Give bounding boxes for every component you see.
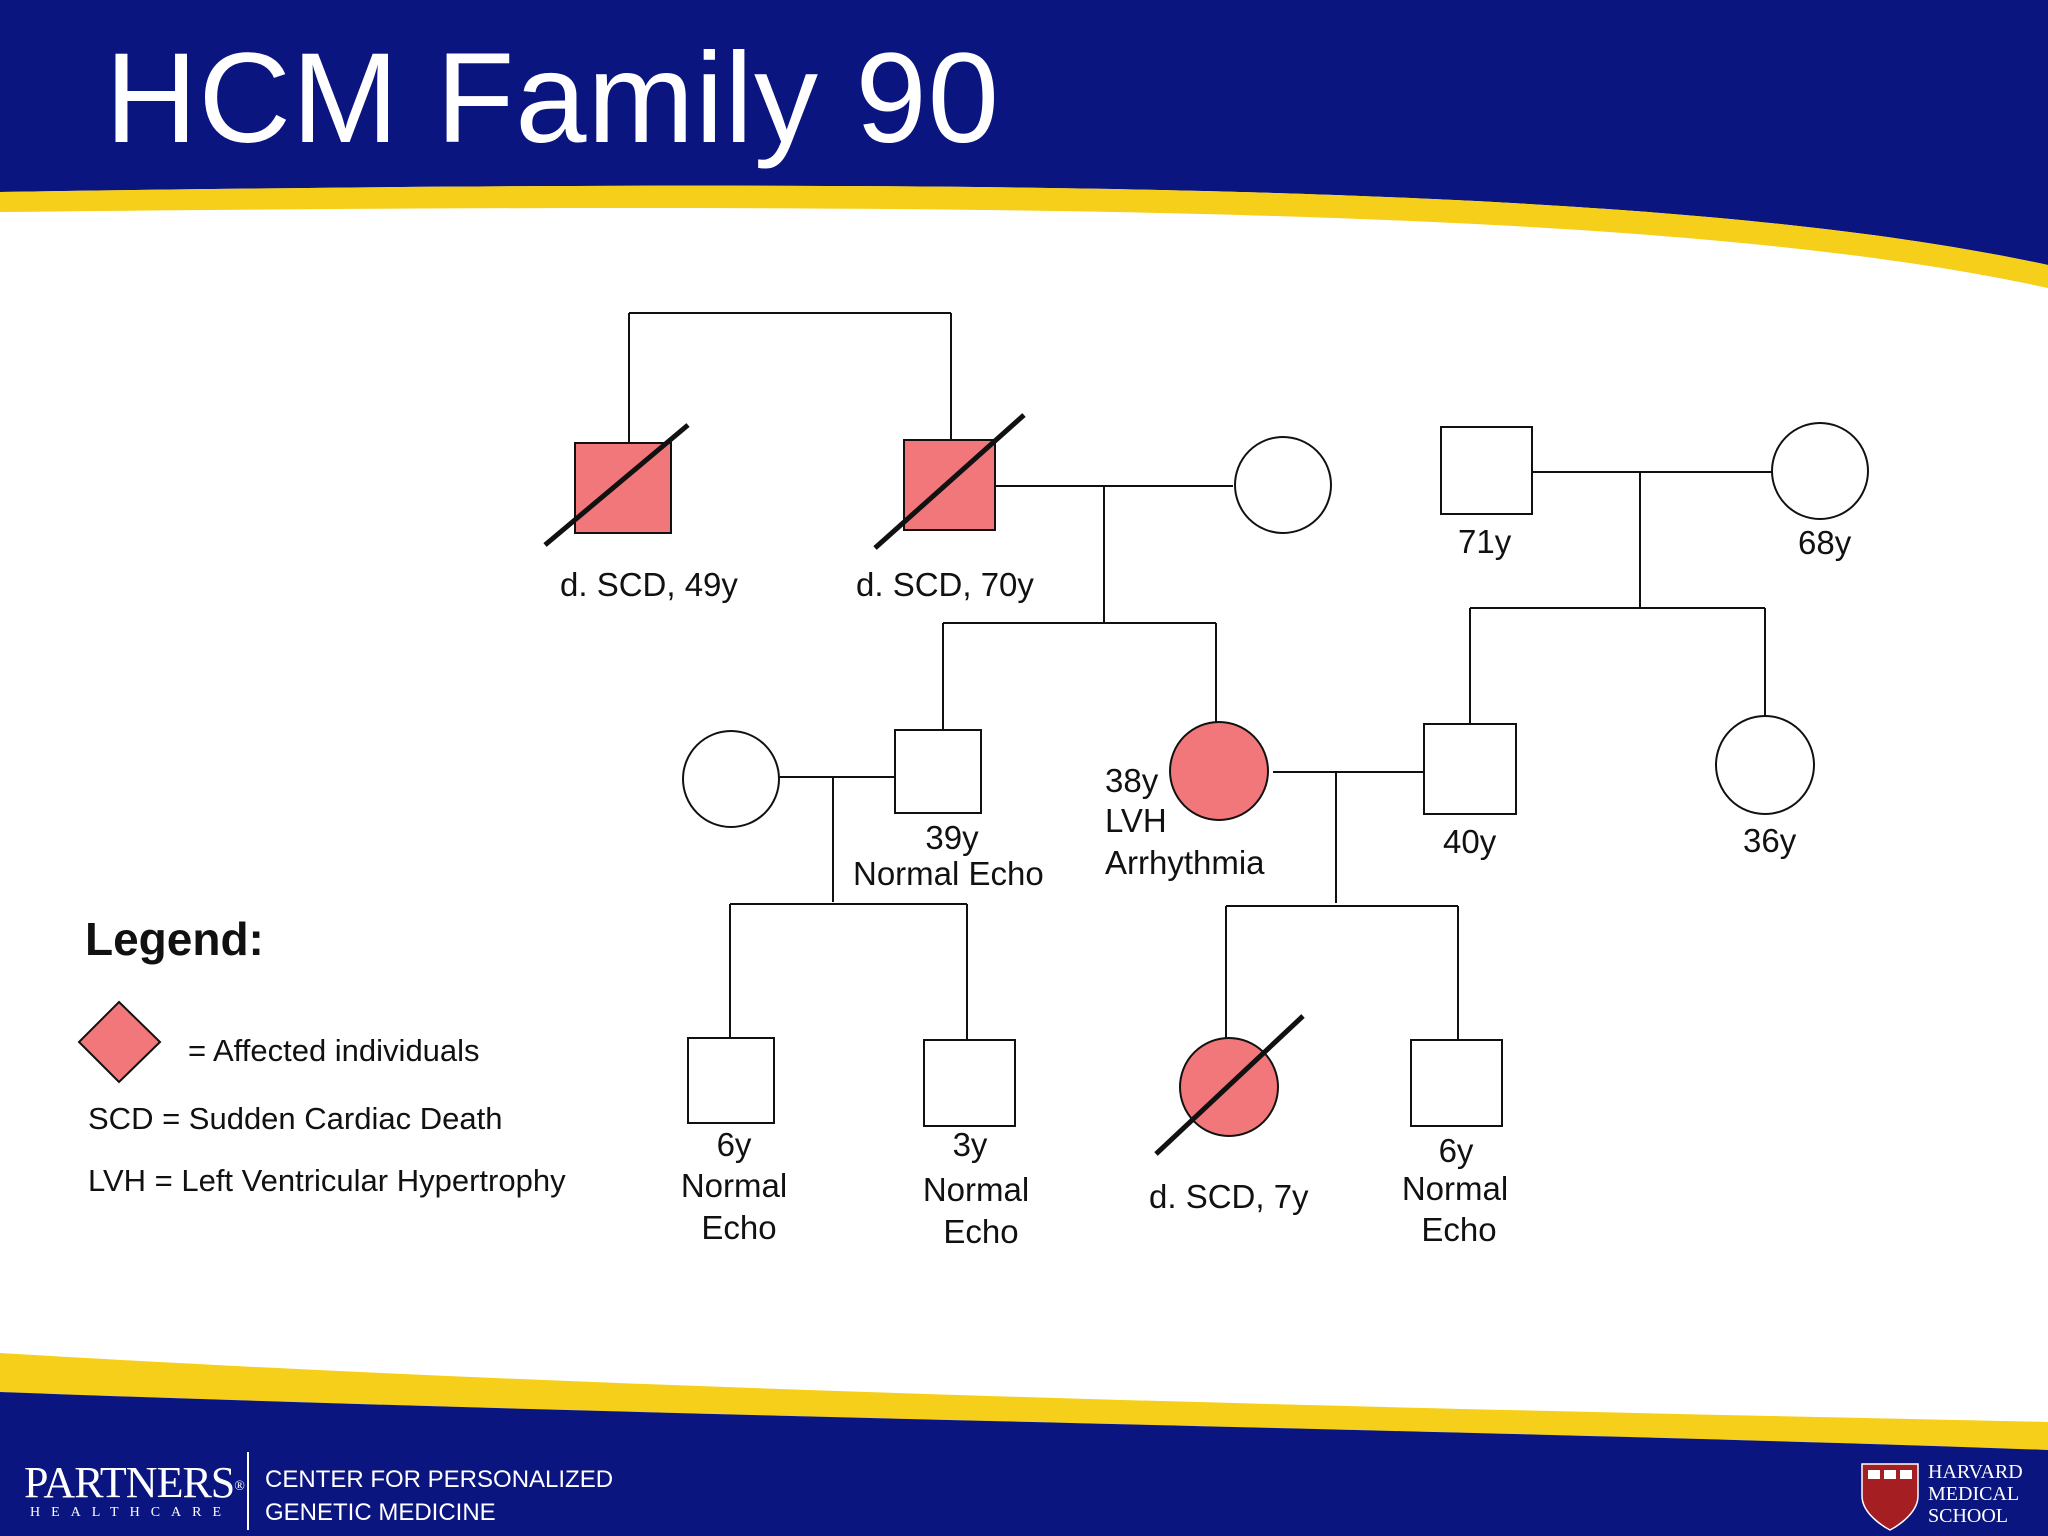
hms-line: MEDICAL	[1928, 1483, 2020, 1505]
legend-lvh-text: LVH = Left Ventricular Hypertrophy	[88, 1163, 566, 1198]
center-name-line: GENETIC MEDICINE	[265, 1499, 496, 1526]
individual-label: LVH	[1105, 802, 1167, 839]
individual-label: 71y	[1458, 523, 1512, 560]
unaffected-female-symbol	[1715, 715, 1815, 815]
individual-label: Normal	[1401, 1170, 1509, 1207]
deceased-slash	[873, 413, 1026, 550]
individual-label: 6y	[1438, 1132, 1474, 1169]
unaffected-male-symbol	[687, 1037, 775, 1124]
pedigree-lines	[628, 312, 1772, 1040]
harvard-medical-school-wordmark: HARVARD MEDICAL SCHOOL	[1928, 1461, 2023, 1527]
slide-title: HCM Family 90	[105, 27, 1000, 170]
individual-label: Echo	[701, 1209, 777, 1246]
individual-label: d. SCD, 7y	[1149, 1178, 1309, 1215]
unaffected-female-symbol	[1771, 422, 1869, 520]
individual-label: 38y	[1105, 762, 1159, 799]
individual-label: 6y	[716, 1126, 752, 1163]
center-name: CENTER FOR PERSONALIZED GENETIC MEDICINE	[265, 1463, 613, 1529]
healthcare-wordmark: HEALTHCARE	[30, 1505, 233, 1520]
affected-female-symbol	[1169, 721, 1269, 821]
partners-logo: PARTNERS®	[24, 1458, 245, 1507]
individual-label: 3y	[952, 1126, 988, 1163]
individual-label: 68y	[1798, 524, 1852, 561]
unaffected-male-symbol	[1440, 426, 1533, 515]
hms-line: HARVARD	[1928, 1461, 2023, 1483]
affected-deceased-male-symbol	[574, 442, 672, 534]
unaffected-female-symbol	[682, 730, 780, 828]
unaffected-male-symbol	[1410, 1039, 1503, 1127]
individual-label: d. SCD, 70y	[856, 566, 1034, 603]
hms-line: SCHOOL	[1928, 1505, 2009, 1527]
individual-label: 36y	[1743, 822, 1797, 859]
unaffected-female-symbol	[1234, 436, 1332, 534]
individual-label: 40y	[1443, 823, 1497, 860]
footer-band	[0, 1353, 2048, 1536]
individual-label: Normal Echo	[853, 855, 1044, 892]
individual-label: d. SCD, 49y	[560, 566, 738, 603]
deceased-slash	[1154, 1014, 1305, 1156]
deceased-slash	[543, 423, 690, 547]
individual-label: Arrhythmia	[1105, 844, 1265, 881]
individual-label: Echo	[1421, 1211, 1497, 1248]
individual-label: Normal	[922, 1171, 1030, 1208]
individual-label: Echo	[943, 1213, 1019, 1250]
affected-legend-diamond-icon	[77, 1000, 162, 1084]
legend-scd-text: SCD = Sudden Cardiac Death	[88, 1101, 503, 1136]
unaffected-male-symbol	[923, 1039, 1016, 1127]
header-band	[0, 0, 2048, 288]
unaffected-male-symbol	[894, 729, 982, 814]
individual-label: 39y	[925, 819, 979, 856]
harvard-shield-icon	[1861, 1463, 1919, 1531]
individual-label: Normal	[680, 1167, 788, 1204]
legend-affected-text: = Affected individuals	[188, 1033, 480, 1068]
legend-title: Legend:	[85, 913, 264, 965]
center-name-line: CENTER FOR PERSONALIZED	[265, 1466, 614, 1493]
unaffected-male-symbol	[1423, 723, 1517, 815]
